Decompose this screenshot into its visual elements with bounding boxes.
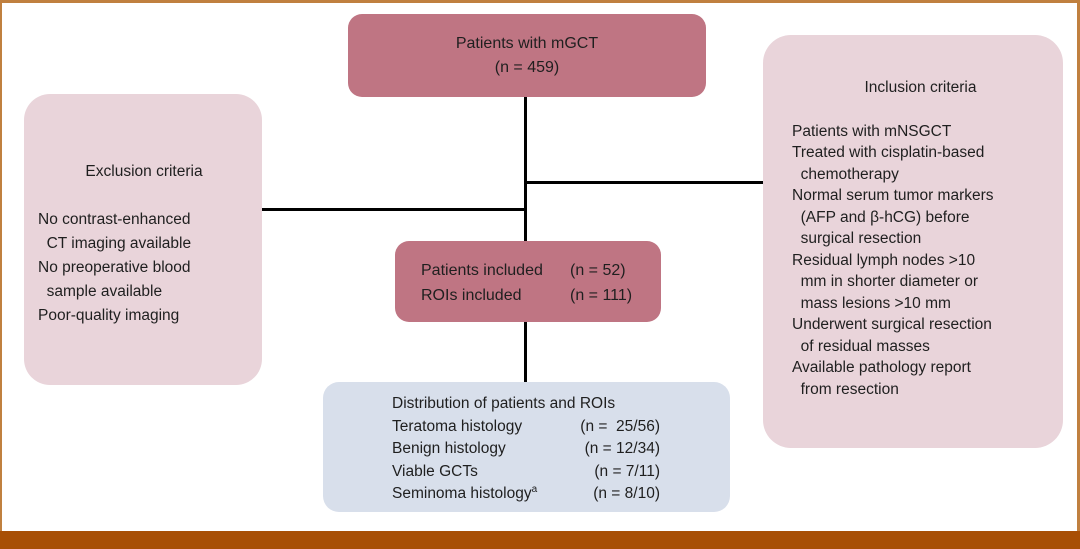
inclusion-item: (AFP and β-hCG) before: [792, 208, 970, 226]
connector-included-to-distribution: [524, 322, 527, 383]
distribution-row-label: Viable GCTs: [392, 462, 478, 480]
frame-bottom-bar: [0, 531, 1080, 549]
distribution-row-value: (n = 25/56): [580, 417, 660, 435]
included-row: Patients included (n = 52): [421, 258, 661, 283]
frame-border-top: [0, 0, 1080, 3]
exclusion-criteria-box: Exclusion criteria No contrast-enhanced …: [24, 94, 262, 385]
inclusion-criteria-box: Inclusion criteria Patients with mNSGCT …: [763, 35, 1063, 448]
distribution-row-value: (n = 8/10): [593, 485, 660, 502]
inclusion-item: mass lesions >10 mm: [792, 294, 951, 312]
distribution-row: Seminoma histologya (n = 8/10): [392, 483, 660, 506]
distribution-box: Distribution of patients and ROIs Terato…: [323, 382, 730, 512]
exclusion-item: Poor-quality imaging: [38, 307, 180, 324]
exclusion-item: CT imaging available: [38, 235, 192, 252]
included-row-label: Patients included: [421, 262, 543, 279]
inclusion-item: Available pathology report: [792, 359, 971, 376]
top-box-line2: (n = 459): [494, 58, 560, 76]
inclusion-item: Patients with mNSGCT: [792, 122, 952, 140]
patients-with-mgct-box: Patients with mGCT (n = 459): [348, 14, 706, 97]
inclusion-item: Treated with cisplatin-based: [792, 144, 985, 161]
inclusion-item: Underwent surgical resection: [792, 316, 992, 333]
distribution-title: Distribution of patients and ROIs: [392, 395, 616, 412]
frame-border-right: [1077, 0, 1080, 549]
included-row-value: (n = 111): [570, 287, 633, 304]
distribution-row-value: (n = 7/11): [594, 462, 660, 480]
exclusion-item: No contrast-enhanced: [38, 211, 191, 228]
inclusion-item: mm in shorter diameter or: [792, 273, 979, 290]
distribution-row-value: (n = 12/34): [584, 440, 660, 457]
included-row-label: ROIs included: [421, 287, 522, 304]
exclusion-item: No preoperative blood: [38, 259, 191, 276]
inclusion-item: Normal serum tumor markers: [792, 187, 994, 204]
distribution-row-label: Teratoma histology: [392, 417, 523, 435]
connector-to-exclusion: [260, 208, 527, 211]
inclusion-item: of residual masses: [792, 337, 930, 355]
inclusion-item: Residual lymph nodes >10: [792, 251, 976, 269]
exclusion-item: sample available: [38, 283, 163, 300]
connector-to-inclusion: [524, 181, 764, 184]
distribution-row: Viable GCTs (n = 7/11): [392, 461, 660, 484]
inclusion-item: chemotherapy: [792, 165, 899, 183]
patients-included-box: Patients included (n = 52) ROIs included…: [395, 241, 661, 322]
distribution-row: Benign histology (n = 12/34): [392, 438, 660, 461]
distribution-row-label: Benign histology: [392, 440, 506, 457]
connector-top-to-included: [524, 97, 527, 243]
footnote-marker: a: [531, 483, 538, 495]
included-row: ROIs included (n = 111): [421, 283, 661, 308]
distribution-row-label: Seminoma histologya: [392, 483, 538, 502]
inclusion-item: surgical resection: [792, 230, 922, 247]
exclusion-title: Exclusion criteria: [85, 163, 203, 180]
inclusion-title: Inclusion criteria: [864, 79, 977, 96]
inclusion-item: from resection: [792, 380, 899, 398]
included-row-value: (n = 52): [570, 262, 626, 279]
frame-border-left: [0, 0, 2, 549]
top-box-line1: Patients with mGCT: [455, 34, 599, 52]
distribution-row: Teratoma histology (n = 25/56): [392, 416, 660, 439]
